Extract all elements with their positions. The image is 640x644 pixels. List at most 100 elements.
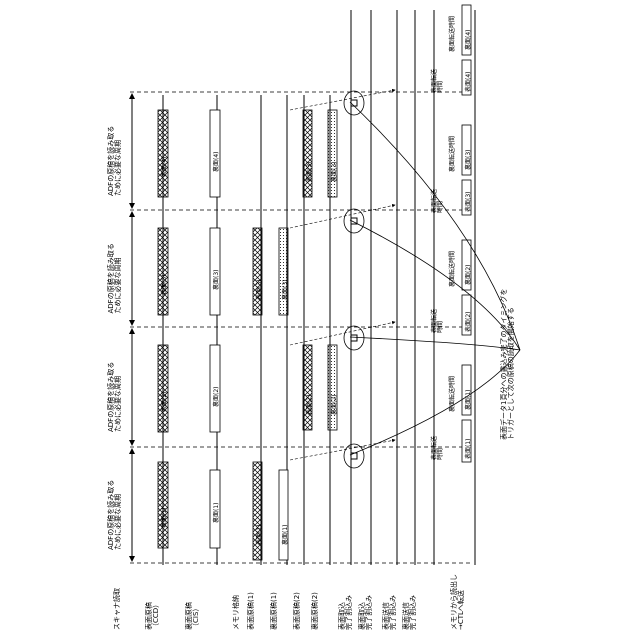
row-label-front_xfer-line: 完了割込み	[388, 595, 397, 630]
mem-front-label-line: 表面(3)	[255, 280, 263, 301]
trigger-note: 表面データ1頁分への書込み完了のタイミングをトリガーとして次の原稿の読取を開始す…	[499, 289, 515, 440]
front-scan-label-line: 表面(3)	[160, 275, 168, 296]
front-scan-label-line: 表面(1)	[160, 508, 168, 529]
transfer-dashed-arrow	[290, 440, 395, 460]
xfer-back-label: 裏面(2)	[464, 265, 472, 286]
cycle-label: ADFの原稿を読み取るために必要な周期	[106, 362, 122, 432]
mem-front-label: 表面(3)	[305, 162, 313, 183]
trigger-note-line: トリガーとして次の原稿の読取を開始する	[506, 307, 515, 440]
mem-back-label-line: 裏面(3)	[330, 162, 338, 183]
row-label-back1-line: 裏面原稿(1)	[269, 592, 278, 630]
row-label-scanner-line: スキャナ読取	[112, 588, 121, 630]
xfer-time-back-line: 裏面転送時間	[448, 376, 456, 412]
mem-back-1	[279, 470, 288, 560]
transfer-dashed-arrow	[290, 322, 395, 345]
back-scan-label: 裏面(2)	[212, 387, 220, 408]
cycle-label-line: ために必要な周期	[113, 376, 122, 432]
back-scan-label-line: 裏面(3)	[212, 270, 220, 291]
xfer-time-back: 裏面転送時間	[448, 376, 456, 412]
xfer-time-front-line: 時間	[436, 81, 444, 93]
xfer-back-label: 裏面(4)	[464, 30, 472, 51]
back-scan-label: 裏面(1)	[212, 503, 220, 524]
row-label-front2-line: 表面原稿(2)	[292, 592, 301, 630]
xfer-time-front-line: 時間	[436, 321, 444, 333]
row-label-front_done: 表面取込完了割込み	[337, 595, 353, 630]
xfer-time-back: 裏面転送時間	[448, 251, 456, 287]
row-label-mem_read: メモリから読出し→CTLへ転送	[449, 574, 465, 630]
xfer-back-label-line: 裏面(1)	[464, 390, 472, 411]
xfer-back-label: 裏面(1)	[464, 390, 472, 411]
front-scan-label-line: 表面(2)	[160, 392, 168, 413]
xfer-front-label: 表面(2)	[464, 312, 472, 333]
row-label-front_done-line: 完了割込み	[344, 595, 353, 630]
row-label-back_xfer: 裏面送信完了割込み	[401, 595, 417, 630]
cycle-label-line: ために必要な周期	[113, 494, 122, 550]
row-label-front1: 表面原稿(1)	[246, 592, 255, 630]
mem-front-block	[303, 110, 312, 197]
row-label-front_ccd: 表面原稿（CCD）	[144, 601, 160, 630]
front-scan-label-line: 表面(4)	[160, 157, 168, 178]
front-scan-block	[158, 110, 168, 197]
xfer-front-label-line: 表面(2)	[464, 312, 472, 333]
front-scan-label: 表面(4)	[160, 157, 168, 178]
back-scan-label-line: 裏面(4)	[212, 152, 220, 173]
back-scan-label-line: 裏面(2)	[212, 387, 220, 408]
mem-back-block	[279, 228, 288, 315]
row-label-scanner: スキャナ読取	[112, 588, 121, 630]
row-label-back_done-line: 完了割込み	[364, 595, 373, 630]
row-label-memory_write-line: メモリ格納	[231, 595, 240, 630]
mem-back-label-line: 裏面(3)	[281, 280, 289, 301]
mem-back-label: 裏面(2)	[330, 395, 338, 416]
row-label-back_cis-line: （CIS）	[192, 605, 200, 630]
cycle-label-line: ために必要な周期	[113, 140, 122, 196]
row-label-front2: 表面原稿(2)	[292, 592, 301, 630]
cycle-label: ADFの原稿を読み取るために必要な周期	[106, 480, 122, 550]
xfer-time-back-line: 裏面転送時間	[448, 251, 456, 287]
mem-front-label: 表面(3)	[255, 280, 263, 301]
row-label-front_xfer: 表面送信完了割込み	[381, 595, 397, 630]
xfer-time-back-line: 裏面転送時間	[448, 136, 456, 172]
xfer-back-label-line: 裏面(3)	[464, 150, 472, 171]
mem-front-block	[303, 345, 312, 430]
row-label-front1-line: 表面原稿(1)	[246, 592, 255, 630]
transfer-dashed-arrow	[290, 90, 395, 110]
cycle-label-line: ために必要な周期	[113, 258, 122, 314]
row-label-back_cis: 裏面原稿（CIS）	[184, 602, 200, 630]
xfer-back-label: 裏面(3)	[464, 150, 472, 171]
front-scan-label: 表面(2)	[160, 392, 168, 413]
front-scan-label: 表面(1)	[160, 508, 168, 529]
xfer-front-label-line: 表面(3)	[464, 192, 472, 213]
xfer-time-front: 表面転送時間	[430, 189, 444, 213]
front-done-pulse	[351, 335, 357, 341]
cycle-label: ADFの原稿を読み取るために必要な周期	[106, 243, 122, 313]
mem-back-label: 裏面(3)	[330, 162, 338, 183]
xfer-front-label: 表面(4)	[464, 72, 472, 93]
xfer-time-front: 表面転送時間	[430, 436, 444, 460]
trigger-ellipse	[344, 91, 364, 115]
row-label-back_done: 裏面取込完了割込み	[357, 595, 373, 630]
xfer-time-front: 表面転送時間	[430, 69, 444, 93]
transfer-dashed-arrow	[290, 205, 395, 228]
xfer-front-label-line: 表面(1)	[464, 439, 472, 460]
row-label-memory_write: メモリ格納	[231, 595, 240, 630]
cycle-label: ADFの原稿を読み取るために必要な周期	[106, 126, 122, 196]
row-label-back2-line: 裏面原稿(2)	[310, 592, 319, 630]
mem-front-label: 表面(2)	[305, 395, 313, 416]
mem-front-label: 表面(1)	[255, 525, 263, 546]
mem-back-block	[328, 110, 337, 197]
xfer-front-label: 表面(3)	[464, 192, 472, 213]
back-scan-label-line: 裏面(1)	[212, 503, 220, 524]
front-scan-label: 表面(3)	[160, 275, 168, 296]
xfer-front-label: 表面(1)	[464, 439, 472, 460]
mem-back-label-line: 裏面(2)	[330, 395, 338, 416]
front-scan-block	[158, 228, 168, 315]
mem-back-label: 裏面(1)	[281, 525, 289, 546]
row-label-back1: 裏面原稿(1)	[269, 592, 278, 630]
xfer-front-label-line: 表面(4)	[464, 72, 472, 93]
mem-back-block	[328, 345, 337, 430]
row-label-mem_read-line: →CTLへ転送	[456, 590, 465, 630]
xfer-time-front: 表面転送時間	[430, 309, 444, 333]
xfer-time-back-line: 裏面転送時間	[448, 16, 456, 52]
xfer-back-label-line: 裏面(2)	[464, 265, 472, 286]
